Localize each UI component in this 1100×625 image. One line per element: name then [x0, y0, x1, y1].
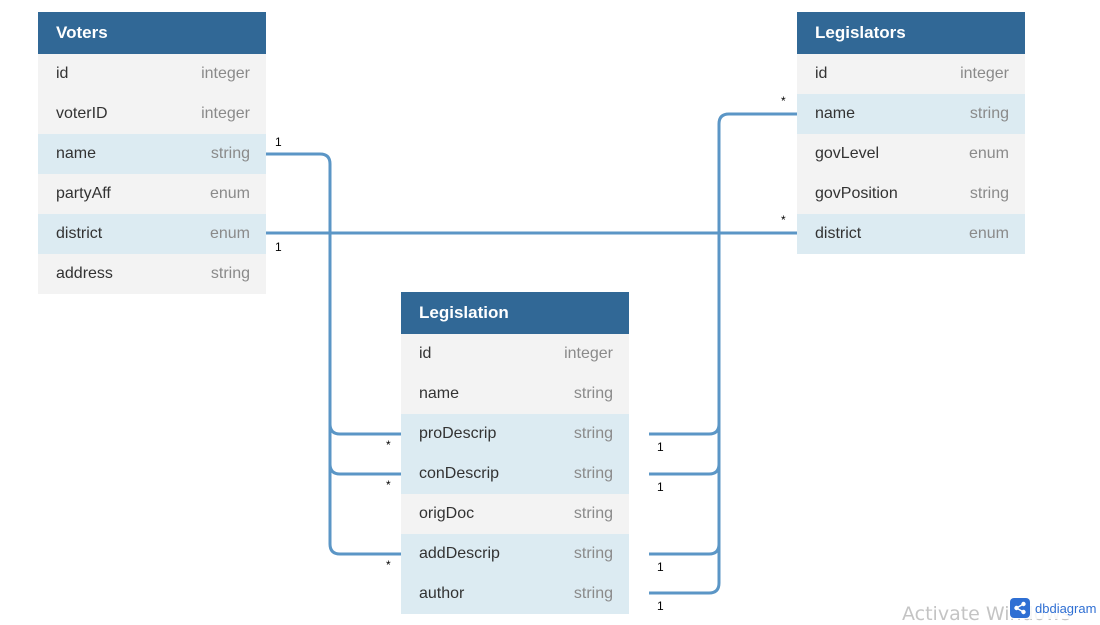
field-row-name[interactable]: name string [797, 94, 1025, 134]
field-name: district [56, 225, 103, 242]
field-row-govlevel[interactable]: govLevel enum [797, 134, 1025, 174]
field-type: enum [968, 225, 1009, 242]
field-type: string [573, 465, 613, 482]
field-type: enum [209, 185, 250, 202]
field-name: conDescrip [419, 465, 500, 482]
field-row-govposition[interactable]: govPosition string [797, 174, 1025, 214]
field-name: author [419, 585, 465, 602]
table-voters[interactable]: Voters id integer voterID integer name string… [38, 12, 266, 294]
field-type: integer [201, 65, 250, 82]
field-row-name[interactable]: name string [401, 374, 629, 414]
field-type: string [210, 265, 250, 282]
field-name: govLevel [815, 145, 880, 162]
field-name: id [815, 65, 828, 82]
field-type: string [573, 585, 613, 602]
table-header[interactable]: Voters [38, 12, 266, 54]
connector-voters-name-to-legislation [266, 152, 401, 556]
cardinality-label: * [386, 478, 391, 492]
field-type: integer [201, 105, 250, 122]
field-type: string [210, 145, 250, 162]
field-row-prodescrip[interactable]: proDescrip string [401, 414, 629, 454]
field-name: addDescrip [419, 545, 500, 562]
field-type: enum [968, 145, 1009, 162]
cardinality-label: 1 [657, 560, 664, 574]
field-row-condescrip[interactable]: conDescrip string [401, 454, 629, 494]
field-row-adddescrip[interactable]: addDescrip string [401, 534, 629, 574]
field-row-voterid[interactable]: voterID integer [38, 94, 266, 134]
cardinality-label: 1 [275, 240, 282, 254]
cardinality-label: * [781, 94, 786, 108]
field-type: string [573, 385, 613, 402]
field-name: district [815, 225, 862, 242]
field-type: string [573, 425, 613, 442]
field-row-id[interactable]: id integer [38, 54, 266, 94]
cardinality-label: * [386, 558, 391, 572]
field-name: origDoc [419, 505, 475, 522]
field-name: govPosition [815, 185, 898, 202]
field-name: proDescrip [419, 425, 497, 442]
field-name: voterID [56, 105, 108, 122]
field-row-author[interactable]: author string [401, 574, 629, 614]
cardinality-label: * [781, 213, 786, 227]
cardinality-label: 1 [657, 440, 664, 454]
brand-text: dbdiagram [1035, 600, 1097, 616]
cardinality-label: * [386, 438, 391, 452]
field-name: id [56, 65, 69, 82]
dbdiagram-brand[interactable]: dbdiagram [1010, 597, 1097, 619]
field-type: string [573, 505, 613, 522]
share-icon [1010, 598, 1030, 618]
cardinality-label: 1 [657, 480, 664, 494]
field-name: name [815, 105, 856, 122]
field-row-origdoc[interactable]: origDoc string [401, 494, 629, 534]
cardinality-label: 1 [657, 599, 664, 613]
field-name: partyAff [56, 185, 111, 202]
field-type: integer [564, 345, 613, 362]
field-row-district[interactable]: district enum [38, 214, 266, 254]
field-row-id[interactable]: id integer [797, 54, 1025, 94]
field-name: id [419, 345, 432, 362]
field-row-partyaff[interactable]: partyAff enum [38, 174, 266, 214]
field-name: address [56, 265, 113, 282]
field-type: enum [209, 225, 250, 242]
table-legislators[interactable]: Legislators id integer name string govLevel e… [797, 12, 1025, 254]
field-name: name [419, 385, 460, 402]
field-row-district[interactable]: district enum [797, 214, 1025, 254]
field-row-address[interactable]: address string [38, 254, 266, 294]
field-name: name [56, 145, 97, 162]
table-header[interactable]: Legislation [401, 292, 629, 334]
cardinality-label: 1 [275, 135, 282, 149]
connector-legislation-to-legislators-name [649, 112, 797, 595]
field-type: integer [960, 65, 1009, 82]
field-row-name[interactable]: name string [38, 134, 266, 174]
field-type: string [969, 105, 1009, 122]
field-type: string [969, 185, 1009, 202]
field-type: string [573, 545, 613, 562]
field-row-id[interactable]: id integer [401, 334, 629, 374]
table-header[interactable]: Legislators [797, 12, 1025, 54]
